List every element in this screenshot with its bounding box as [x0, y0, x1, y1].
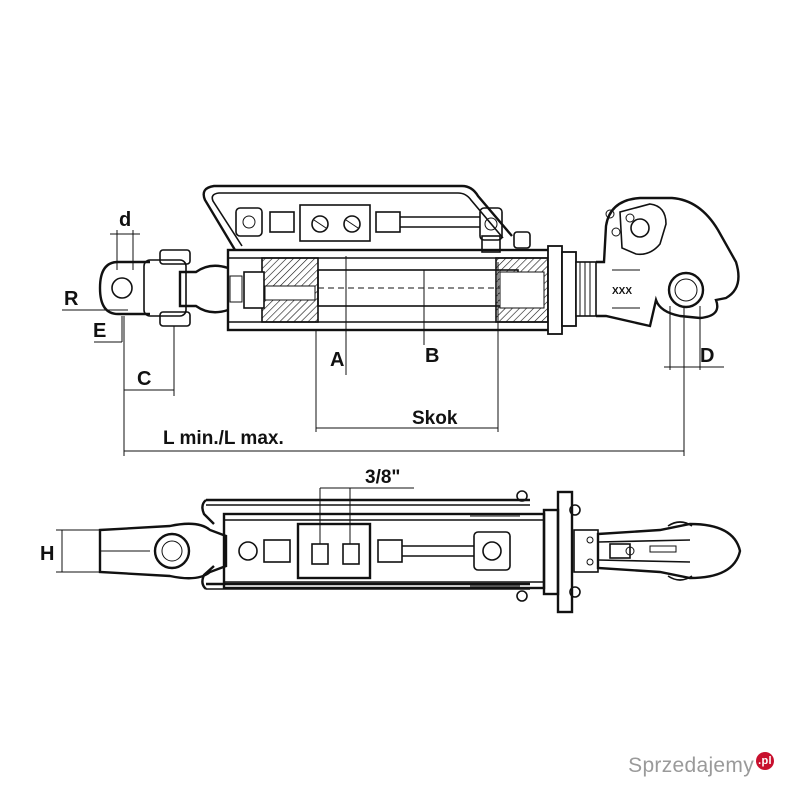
- port-2: [342, 543, 360, 565]
- label-b: B: [425, 345, 439, 367]
- top-view-left-eye: [98, 522, 228, 580]
- label-c: C: [137, 368, 151, 390]
- gland: [495, 245, 597, 335]
- watermark: Sprzedajemy.pl: [628, 752, 774, 778]
- top-view-right-hook: [573, 521, 742, 581]
- valve-block: [235, 204, 531, 253]
- left-eye-end: [98, 249, 243, 327]
- hook-ball-socket: [667, 271, 705, 309]
- top-view-dimensions: [56, 487, 414, 573]
- label-stroke: Skok: [412, 408, 458, 429]
- label-length: L min./L max.: [163, 428, 284, 449]
- port-1: [311, 543, 329, 565]
- hook-marking: XXX: [612, 286, 632, 297]
- top-handle: [202, 184, 513, 251]
- label-port-size: 3/8": [365, 467, 400, 488]
- piston: [243, 257, 319, 323]
- top-view-valve-block: [296, 522, 372, 580]
- right-hook: [596, 196, 740, 328]
- top-view: [98, 490, 742, 614]
- side-view-dimensions: [62, 230, 724, 456]
- watermark-text: Sprzedajemy: [628, 754, 754, 777]
- label-h: H: [40, 543, 54, 565]
- side-view: XXX: [98, 184, 740, 335]
- label-e: E: [93, 320, 106, 342]
- label-d: d: [119, 209, 131, 231]
- label-d-big: D: [700, 345, 714, 367]
- label-a: A: [330, 349, 344, 371]
- label-r: R: [64, 288, 79, 310]
- watermark-suffix: .pl: [756, 752, 774, 770]
- top-view-cylinder: [222, 512, 546, 590]
